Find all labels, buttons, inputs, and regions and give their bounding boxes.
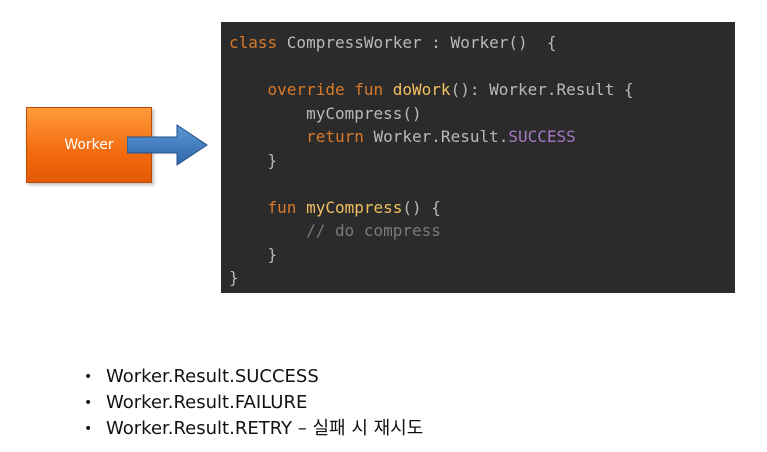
bullet-item-retry: • Worker.Result.RETRY – 실패 시 재시도 bbox=[84, 416, 423, 442]
code-line: return Worker.Result.SUCCESS bbox=[229, 125, 735, 149]
bullet-item-success: • Worker.Result.SUCCESS bbox=[84, 364, 423, 390]
code-line: override fun doWork(): Worker.Result { bbox=[229, 78, 735, 102]
worker-label: Worker bbox=[64, 137, 114, 153]
code-token: fun bbox=[229, 197, 307, 217]
bullet-text: Worker.Result.SUCCESS bbox=[106, 366, 319, 387]
code-token: return bbox=[229, 127, 374, 146]
code-token: Worker.Result. bbox=[373, 127, 509, 146]
code-token: class bbox=[229, 33, 287, 52]
code-line bbox=[229, 55, 735, 79]
code-token: override fun bbox=[229, 80, 393, 99]
code-line: } bbox=[229, 243, 735, 267]
code-token: } bbox=[229, 268, 239, 287]
code-token: (): Worker.Result { bbox=[450, 80, 634, 99]
code-line: // do compress bbox=[229, 219, 735, 243]
bullet-text: Worker.Result.RETRY – 실패 시 재시도 bbox=[106, 418, 424, 439]
bullet-dot-icon: • bbox=[84, 369, 93, 385]
bullet-list: • Worker.Result.SUCCESS • Worker.Result.… bbox=[84, 364, 423, 442]
code-token: } bbox=[229, 150, 278, 170]
code-token: doWork bbox=[392, 80, 451, 99]
bullet-item-failure: • Worker.Result.FAILURE bbox=[84, 390, 423, 416]
right-arrow-icon bbox=[127, 124, 208, 166]
code-token: } bbox=[229, 244, 278, 264]
bullet-dot-icon: • bbox=[84, 395, 93, 411]
code-line: fun myCompress() { bbox=[229, 196, 735, 220]
code-token: CompressWorker : Worker() { bbox=[286, 33, 557, 52]
code-token: SUCCESS bbox=[508, 127, 576, 146]
bullet-text: Worker.Result.FAILURE bbox=[106, 392, 308, 413]
code-token: myCompress() bbox=[229, 103, 422, 123]
code-token: () { bbox=[402, 197, 441, 217]
code-token: myCompress bbox=[306, 197, 403, 217]
bullet-dot-icon: • bbox=[84, 421, 93, 437]
code-line: } bbox=[229, 149, 735, 173]
code-line: myCompress() bbox=[229, 102, 735, 126]
code-token: // do compress bbox=[229, 221, 441, 240]
code-line: } bbox=[229, 266, 735, 290]
code-line: class CompressWorker : Worker() { bbox=[229, 31, 735, 55]
code-line bbox=[229, 172, 735, 196]
code-panel: class CompressWorker : Worker() { overri… bbox=[221, 22, 735, 293]
